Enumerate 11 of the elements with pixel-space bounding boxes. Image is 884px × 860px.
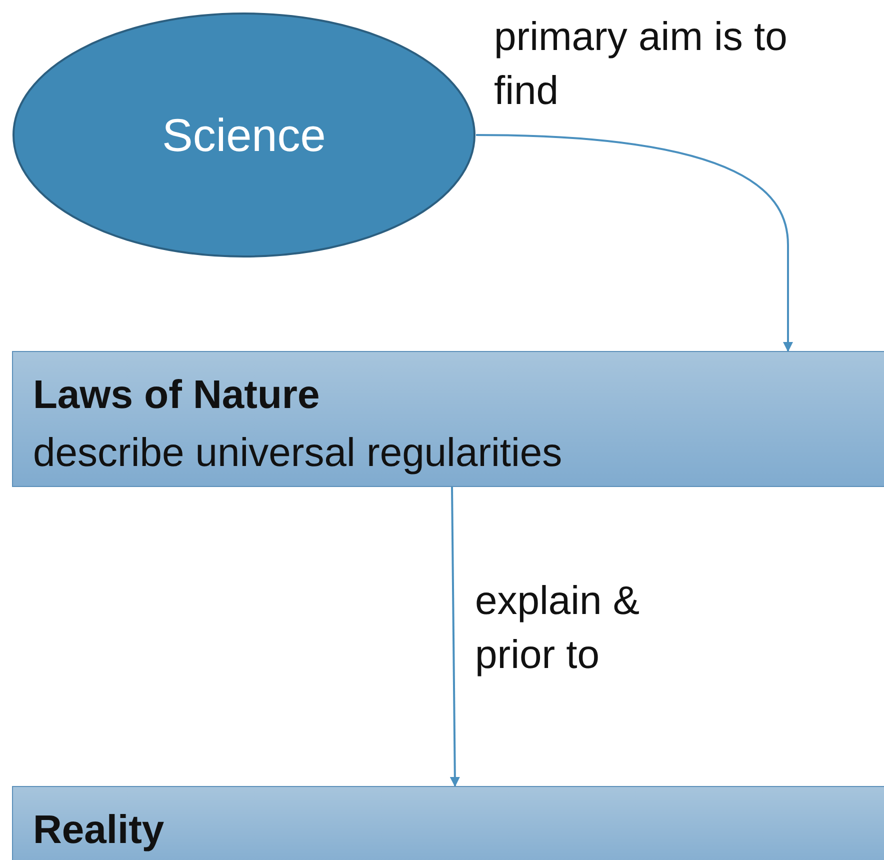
edge-label: primary aim is to find bbox=[494, 14, 788, 115]
node-description: describe universal regularities bbox=[33, 430, 564, 477]
process-band bbox=[12, 786, 884, 860]
ellipse-node bbox=[12, 12, 476, 258]
process-band bbox=[12, 351, 884, 487]
arrow bbox=[450, 487, 460, 787]
node-title: Science bbox=[162, 108, 326, 162]
node-title: Laws of Nature bbox=[33, 372, 321, 419]
arrow bbox=[476, 134, 793, 352]
edge-label: explain & prior to bbox=[475, 578, 641, 679]
node-title: Reality bbox=[33, 807, 166, 854]
